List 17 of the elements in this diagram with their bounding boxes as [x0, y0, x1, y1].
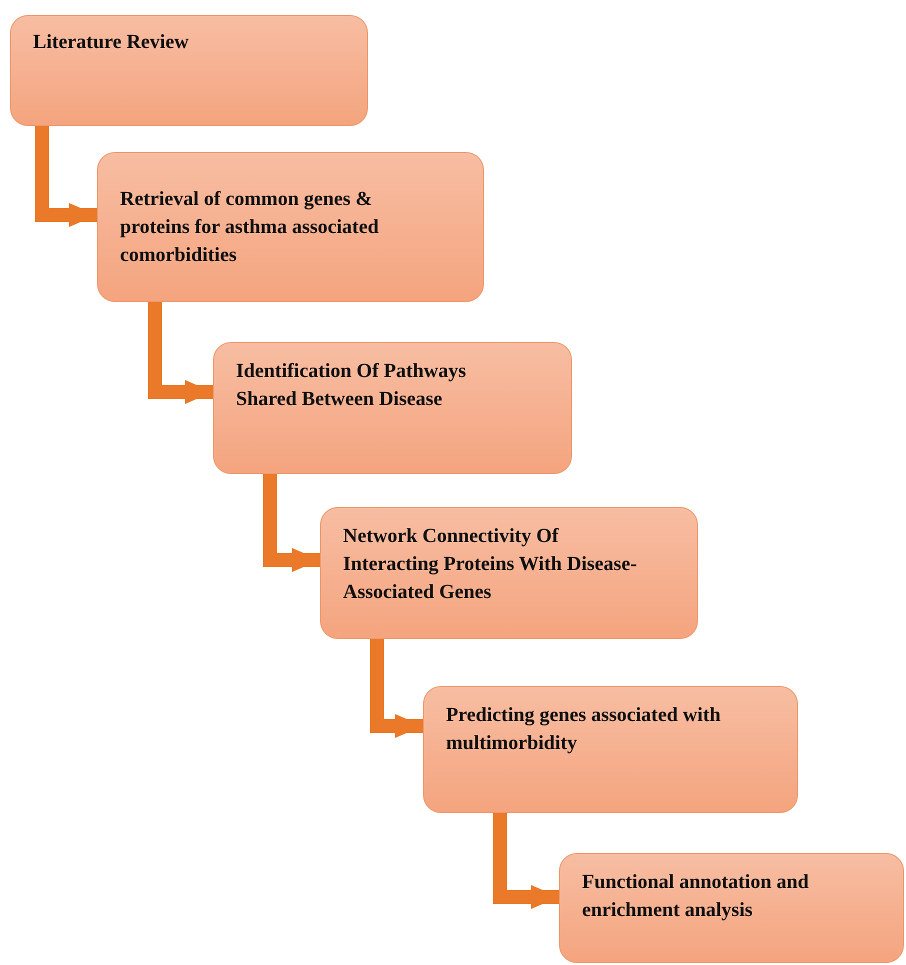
step-text: Retrieval of common genes & proteins for asthma associated comorbidities: [120, 187, 380, 268]
step-text: Network Connectivity Of Interacting Proteins With Disease-Associated Genes: [343, 524, 638, 605]
process-box: [559, 853, 904, 963]
step-text: Functional annotation and enrichment analysis: [582, 870, 810, 923]
bent-arrow: [148, 302, 213, 404]
bent-arrow: [493, 813, 559, 909]
process-box: [10, 15, 368, 126]
process-box: [97, 152, 484, 302]
process-box: [213, 342, 572, 474]
bent-arrow: [370, 639, 423, 738]
step-text: Identification Of Pathways Shared Between Disease: [236, 359, 467, 412]
process-box: [320, 507, 698, 639]
bent-arrow: [263, 474, 320, 572]
process-box: [423, 686, 798, 813]
step-text: Predicting genes associated with multimorbidity: [446, 703, 722, 756]
bent-arrow: [35, 126, 97, 227]
step-text: Literature Review: [33, 30, 190, 55]
